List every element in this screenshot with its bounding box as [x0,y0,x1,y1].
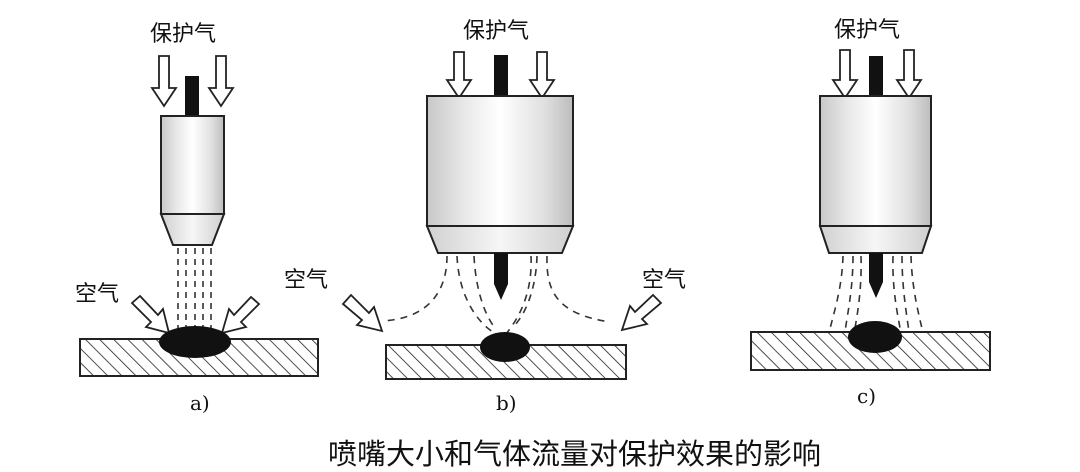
figure-caption: 喷嘴大小和气体流量对保护效果的影响 [328,437,821,471]
gas-arrow-icon [150,55,235,108]
air-arrow-icon [341,293,663,333]
shield-gas-label-a: 保护气 [150,22,216,47]
gas-arrow-icon [831,49,923,100]
nozzle-body [819,95,932,227]
weld-pool [159,326,231,358]
weld-pool [848,321,902,353]
nozzle-tip [425,225,575,254]
air-arrow-icon [130,294,261,335]
gas-flow-lines [828,255,924,334]
workpiece-plate [385,344,627,380]
nozzle-tip [159,213,226,246]
gas-flow-lines [177,248,212,330]
electrode [185,76,199,118]
gas-flow-lines [382,255,611,335]
panel-c: 保护气 c) [750,18,991,408]
nozzle-tip [818,225,933,254]
sublabel-a: a) [190,391,210,415]
nozzle-body [426,95,574,227]
sublabel-b: b) [496,391,517,415]
air-label-a: 空气 [75,282,119,307]
electrode [494,55,508,99]
electrode-tip [869,253,883,298]
electrode [869,56,883,98]
shield-gas-label-c: 保护气 [834,18,900,43]
panel-b: 保护气 空气 空气 b) [284,19,686,415]
shield-gas-label-b: 保护气 [463,19,529,44]
nozzle-body [160,115,225,215]
sublabel-c: c) [857,384,876,408]
electrode-tip [494,253,508,300]
weld-pool [480,332,530,362]
air-label-b-left: 空气 [284,268,328,293]
air-label-b-right: 空气 [642,268,686,293]
panel-a: 保护气 空气 a) [75,22,319,415]
gas-arrow-icon [445,51,556,100]
